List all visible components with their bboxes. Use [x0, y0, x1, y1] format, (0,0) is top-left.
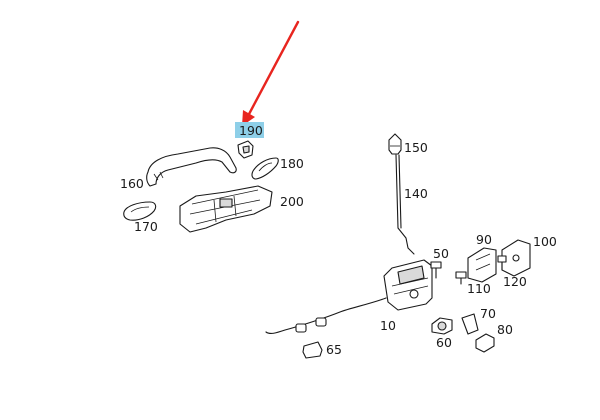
- part-65-clip[interactable]: [302, 341, 323, 359]
- label-170: 170: [134, 219, 158, 234]
- part-80-screw[interactable]: [475, 333, 495, 353]
- label-50: 50: [433, 246, 449, 261]
- bowden-cable: [265, 297, 387, 335]
- part-110-screw[interactable]: [455, 271, 467, 285]
- label-190-highlight: [235, 122, 264, 138]
- label-140: 140: [404, 186, 428, 201]
- label-190: 190: [239, 123, 263, 138]
- label-100: 100: [533, 234, 557, 249]
- label-70: 70: [480, 306, 496, 321]
- part-60-bolt[interactable]: [431, 317, 453, 335]
- part-50-screw[interactable]: [430, 261, 442, 279]
- label-110: 110: [467, 281, 491, 296]
- label-180: 180: [280, 156, 304, 171]
- red-pointer-arrow: [242, 20, 300, 126]
- label-200: 200: [280, 194, 304, 209]
- label-65: 65: [326, 342, 342, 357]
- label-80: 80: [497, 322, 513, 337]
- part-200-handle-carrier[interactable]: [179, 185, 273, 233]
- part-170-gasket[interactable]: [123, 201, 157, 221]
- part-190-clip[interactable]: [237, 140, 254, 159]
- part-10-lock-unit[interactable]: [383, 259, 433, 311]
- label-10: 10: [380, 318, 396, 333]
- label-120: 120: [503, 274, 527, 289]
- label-150: 150: [404, 140, 428, 155]
- part-120-screw[interactable]: [497, 255, 507, 271]
- label-60: 60: [436, 335, 452, 350]
- label-90: 90: [476, 232, 492, 247]
- part-180-gasket[interactable]: [251, 157, 279, 180]
- part-160-door-handle[interactable]: [146, 147, 237, 187]
- part-140-connecting-rod: [395, 154, 415, 255]
- part-70-bracket[interactable]: [461, 313, 479, 335]
- label-160: 160: [120, 176, 144, 191]
- part-90-striker-plate[interactable]: [467, 247, 497, 283]
- part-150-rod-clip[interactable]: [388, 133, 402, 155]
